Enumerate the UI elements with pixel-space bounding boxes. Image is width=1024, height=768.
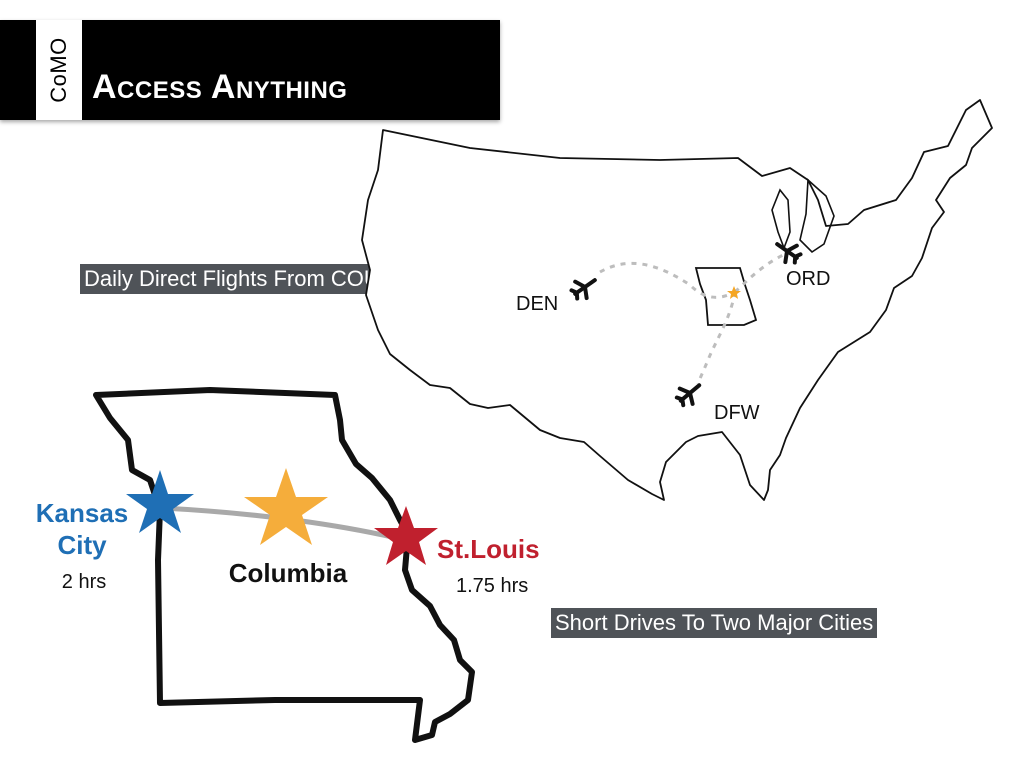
- kansas-city-label-line2: City: [57, 530, 107, 560]
- kansas-city-star-icon: [126, 470, 194, 533]
- us-outline: [361, 99, 993, 501]
- lake-shore: [799, 178, 835, 254]
- st-louis-star-icon: [374, 506, 438, 565]
- airport-den-label: DEN: [516, 293, 558, 315]
- title-tab: CoMO: [36, 20, 82, 120]
- airplane-icon: [569, 278, 597, 301]
- st-louis-label: St.Louis: [437, 534, 540, 564]
- drives-caption: Short Drives To Two Major Cities: [551, 608, 878, 638]
- flights-caption: Daily Direct Flights From COU: [80, 264, 384, 294]
- airplane-icon: [775, 242, 803, 265]
- route-den: [599, 261, 736, 299]
- kansas-city-label-line1: Kansas: [36, 498, 129, 528]
- columbia-label: Columbia: [229, 558, 348, 588]
- airport-ord-label: ORD: [786, 268, 830, 290]
- kansas-city-drive-time: 2 hrs: [62, 571, 106, 593]
- st-louis-drive-time: 1.75 hrs: [456, 575, 528, 597]
- origin-star-icon: [727, 286, 741, 299]
- lake-michigan: [771, 188, 791, 251]
- airplane-icon: [674, 383, 702, 408]
- title-banner: CoMO Access Anything: [0, 20, 500, 120]
- airport-dfw-label: DFW: [714, 402, 760, 424]
- missouri-outline: [93, 387, 475, 743]
- columbia-star-icon: [244, 468, 328, 545]
- route-dfw: [696, 291, 737, 385]
- slide-title: Access Anything: [92, 68, 348, 106]
